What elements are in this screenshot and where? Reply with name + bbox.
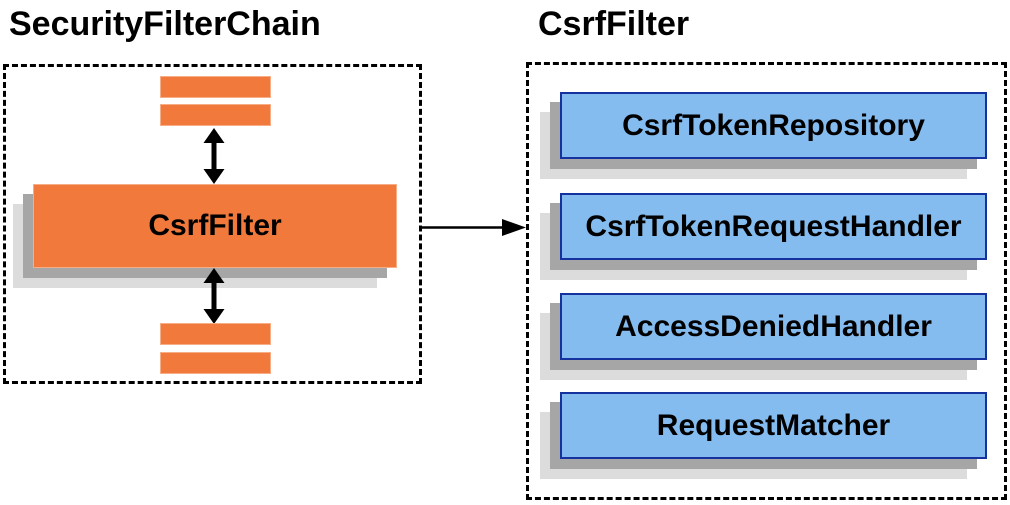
component-box-access-denied-handler: AccessDeniedHandler <box>560 293 987 360</box>
filter-chain-bar-3 <box>160 323 271 345</box>
bidirectional-arrow-icon <box>203 128 225 184</box>
bidirectional-arrow-icon <box>203 268 225 324</box>
component-box-csrf-token-repository: CsrfTokenRepository <box>560 92 987 159</box>
component-label: RequestMatcher <box>656 408 891 442</box>
component-label: AccessDeniedHandler <box>615 309 932 343</box>
flow-arrow-icon <box>421 217 526 238</box>
filter-chain-bar-1 <box>160 76 271 98</box>
csrf-filter-components-container <box>526 62 1007 500</box>
component-label: CsrfTokenRequestHandler <box>585 209 962 243</box>
security-filter-chain-container <box>3 64 422 384</box>
security-filter-chain-title: SecurityFilterChain <box>9 5 321 43</box>
component-box-request-matcher: RequestMatcher <box>560 392 987 459</box>
csrf-filter-box: CsrfFilter <box>33 184 397 268</box>
filter-chain-bar-2 <box>160 104 271 126</box>
filter-chain-bar-4 <box>160 352 271 374</box>
component-label: CsrfTokenRepository <box>622 108 925 142</box>
csrf-filter-label: CsrfFilter <box>148 209 282 242</box>
csrf-filter-title: CsrfFilter <box>538 5 690 43</box>
component-box-csrf-token-request-handler: CsrfTokenRequestHandler <box>560 193 987 260</box>
